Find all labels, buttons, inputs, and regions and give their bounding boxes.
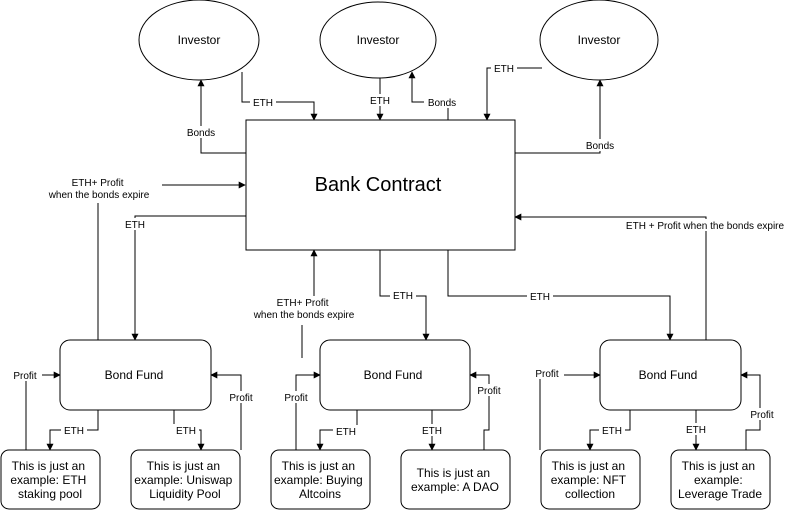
investor-label-2: Investor — [357, 33, 400, 47]
edge-ex4-profit — [469, 371, 490, 450]
edge-bank-fund3 — [447, 250, 674, 341]
edge-label-profit-ex5: Profit — [535, 369, 559, 380]
edge-label-eth-ex2: ETH — [176, 426, 196, 437]
edge-label-eth-ex6: ETH — [686, 425, 706, 436]
edge-ex3-profit — [295, 371, 321, 450]
edge-ex2-profit — [210, 371, 242, 450]
bank-contract-node[interactable] — [245, 119, 516, 251]
investor-node-2[interactable] — [319, 1, 437, 79]
edge-fund3-return — [514, 213, 707, 340]
example-node-4[interactable] — [400, 449, 511, 510]
edge-label-eth-profit-left: ETH+ Profit when the bonds expire — [48, 178, 150, 201]
edge-label-eth-profit-right: ETH + Profit when the bonds expire — [626, 221, 785, 232]
edge-label-bonds-investor1: Bonds — [187, 128, 215, 139]
example-label-4: This is just an example: A DAO — [411, 466, 499, 494]
edge-label-eth-fund3: ETH — [530, 292, 550, 303]
edge-label-eth-fund2: ETH — [393, 291, 413, 302]
bank-contract-label: Bank Contract — [315, 174, 442, 196]
edge-bank-fund1 — [131, 215, 246, 341]
edge-label-eth-fund1: ETH — [125, 220, 145, 231]
bond-fund-label-3: Bond Fund — [639, 368, 698, 382]
investor-node-1[interactable] — [138, 0, 260, 81]
bond-fund-node-3[interactable] — [599, 339, 742, 411]
edge-label-profit-ex4: Profit — [477, 386, 501, 397]
edge-label-eth-profit-mid: ETH+ Profit when the bonds expire — [253, 298, 355, 321]
bond-fund-label-2: Bond Fund — [364, 368, 423, 382]
edge-bonds-investor1 — [197, 79, 246, 154]
edge-label-eth-ex3: ETH — [336, 427, 356, 438]
example-node-1[interactable] — [0, 449, 101, 510]
bond-fund-node-2[interactable] — [319, 339, 471, 411]
edge-label-eth-investor1: ETH — [253, 98, 273, 109]
edge-label-profit-ex1: Profit — [13, 371, 37, 382]
edge-ex1-profit — [25, 371, 61, 450]
edge-bonds-investor3 — [515, 79, 604, 154]
example-node-3[interactable] — [270, 449, 371, 510]
example-label-3: This is just an example: Buying Altcoins — [274, 459, 366, 501]
edge-label-eth-investor2: ETH — [370, 96, 390, 107]
edge-investor1-eth — [241, 72, 318, 121]
investor-label-1: Investor — [178, 33, 221, 47]
edge-ex5-profit — [539, 371, 601, 450]
example-label-2: This is just an example: Uniswap Liquidi… — [134, 459, 235, 501]
edge-ex6-profit — [740, 371, 761, 450]
edge-label-bonds-investor3: Bonds — [586, 141, 614, 152]
bond-fund-node-1[interactable] — [59, 339, 212, 411]
edge-label-profit-ex6: Profit — [750, 410, 774, 421]
edge-label-eth-ex4: ETH — [422, 426, 442, 437]
investor-node-3[interactable] — [539, 0, 659, 81]
example-node-6[interactable] — [670, 449, 771, 510]
edge-label-profit-ex2: Profit — [229, 393, 253, 404]
example-label-1: This is just an example: ETH staking poo… — [10, 459, 89, 501]
example-label-5: This is just an example: NFT collection — [551, 459, 629, 501]
bond-fund-label-1: Bond Fund — [105, 368, 164, 382]
edge-label-profit-ex3: Profit — [284, 393, 308, 404]
example-label-6: This is just an example: Leverage Trade — [678, 459, 762, 501]
edge-label-eth-ex5: ETH — [602, 426, 622, 437]
example-node-5[interactable] — [540, 449, 641, 510]
edge-label-eth-ex1: ETH — [64, 426, 84, 437]
edge-label-bonds-investor2: Bonds — [428, 98, 456, 109]
edge-label-eth-investor3: ETH — [494, 64, 514, 75]
example-node-2[interactable] — [130, 449, 241, 510]
investor-label-3: Investor — [578, 33, 621, 47]
edge-investor3-eth — [483, 67, 542, 121]
